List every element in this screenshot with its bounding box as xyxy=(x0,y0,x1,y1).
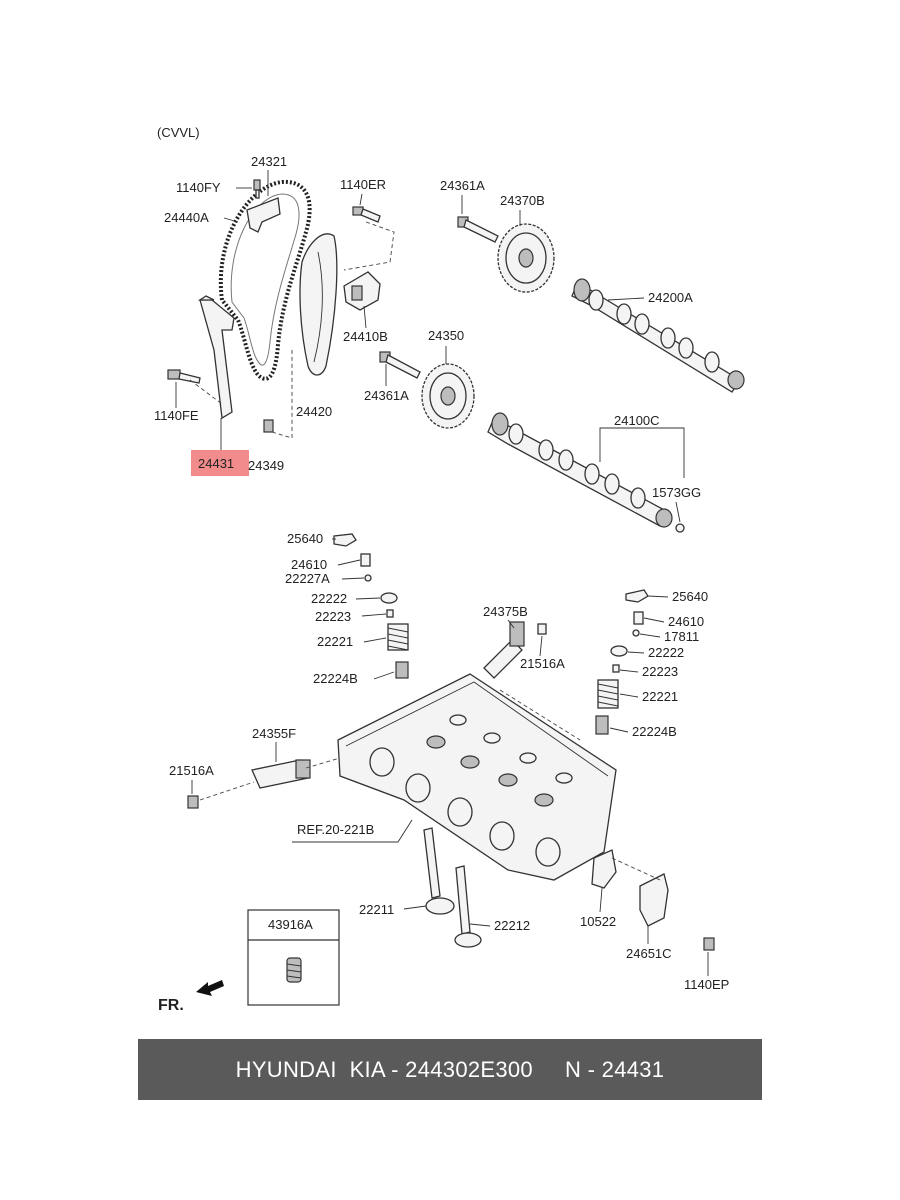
label-24200a: 24200A xyxy=(648,290,693,305)
label-22223-right: 22223 xyxy=(642,664,678,679)
label-1573gg: 1573GG xyxy=(652,485,701,500)
bolt-1140fy xyxy=(253,179,261,199)
label-24361a-top: 24361A xyxy=(440,178,485,193)
oil-control-valve-24375b xyxy=(483,621,547,679)
label-24349: 24349 xyxy=(248,458,284,473)
variant-label: (CVVL) xyxy=(157,125,200,140)
bolt-1140er xyxy=(352,206,381,223)
label-24321: 24321 xyxy=(251,154,287,169)
label-24420: 24420 xyxy=(296,404,332,419)
label-24375b: 24375B xyxy=(483,604,528,619)
chain-guide-24431 xyxy=(199,299,235,420)
label-1140fy: 1140FY xyxy=(176,180,221,195)
label-21516a-left: 21516A xyxy=(169,763,214,778)
parts-diagram: (CVVL) xyxy=(154,125,745,1014)
label-43916a: 43916A xyxy=(268,917,313,932)
label-22212: 22212 xyxy=(494,918,530,933)
valve-train-left xyxy=(333,533,409,679)
cover-24651c xyxy=(611,857,715,951)
part-number-banner: HYUNDAI KIA - 244302E300 N - 24431 xyxy=(138,1039,762,1100)
label-24651c: 24651C xyxy=(626,946,672,961)
label-22211: 22211 xyxy=(359,902,394,917)
label-22224b-left: 22224B xyxy=(313,671,358,686)
label-24431: 24431 xyxy=(198,456,234,471)
bolt-24349 xyxy=(263,419,274,433)
label-1140er: 1140ER xyxy=(340,177,386,192)
label-24361a-mid: 24361A xyxy=(364,388,409,403)
label-1140fe: 1140FE xyxy=(154,408,199,423)
label-22227a-left: 22227A xyxy=(285,571,330,586)
label-25640-left: 25640 xyxy=(287,531,323,546)
label-24410b: 24410B xyxy=(343,329,388,344)
label-24610-right: 24610 xyxy=(668,614,704,629)
label-10522: 10522 xyxy=(580,914,616,929)
label-22224b-right: 22224B xyxy=(632,724,677,739)
direction-label: FR. xyxy=(158,997,184,1014)
camshaft-24100c xyxy=(487,412,673,528)
label-25640-right: 25640 xyxy=(672,589,708,604)
cam-sprocket-24350 xyxy=(421,363,475,429)
front-direction-indicator: FR. xyxy=(158,980,224,1014)
label-ref-20-221b: REF.20-221B xyxy=(297,822,374,837)
label-22221-left: 22221 xyxy=(317,634,353,649)
cylinder-head xyxy=(337,673,617,881)
cam-sprocket-24370b xyxy=(497,223,555,293)
valve-train-right xyxy=(595,589,649,735)
label-22222-left: 22222 xyxy=(311,591,347,606)
label-1140ep: 1140EP xyxy=(684,977,729,992)
label-17811-right: 17811 xyxy=(664,629,699,644)
valve-22211 xyxy=(423,827,455,915)
label-24440a: 24440A xyxy=(164,210,209,225)
valve-22212 xyxy=(454,865,482,948)
label-24370b: 24370B xyxy=(500,193,545,208)
tensioner-arm xyxy=(299,233,338,376)
label-24100c: 24100C xyxy=(614,413,660,428)
label-24610-left: 24610 xyxy=(291,557,327,572)
chain-guide-bracket xyxy=(246,197,281,233)
highlight-24431: 24431 xyxy=(191,418,249,476)
arrow-icon xyxy=(196,980,224,996)
spring-43916a xyxy=(286,957,302,983)
part-number-text: HYUNDAI KIA - 244302E300 N - 24431 xyxy=(235,1056,665,1082)
label-24350: 24350 xyxy=(428,328,464,343)
label-24355f: 24355F xyxy=(252,726,296,741)
label-22223-left: 22223 xyxy=(315,609,351,624)
label-22222-right: 22222 xyxy=(648,645,684,660)
oil-control-valve-24355f xyxy=(187,757,341,809)
plate-10522 xyxy=(591,849,617,889)
bolt-24361a-mid xyxy=(379,351,421,379)
inset-box-43916a: 43916A xyxy=(247,909,340,1006)
bolt-1140fe xyxy=(167,369,201,384)
bolt-24361a-top xyxy=(457,216,499,243)
label-21516a-right: 21516A xyxy=(520,656,565,671)
camshaft-24200a xyxy=(571,278,745,393)
label-22221-right: 22221 xyxy=(642,689,678,704)
